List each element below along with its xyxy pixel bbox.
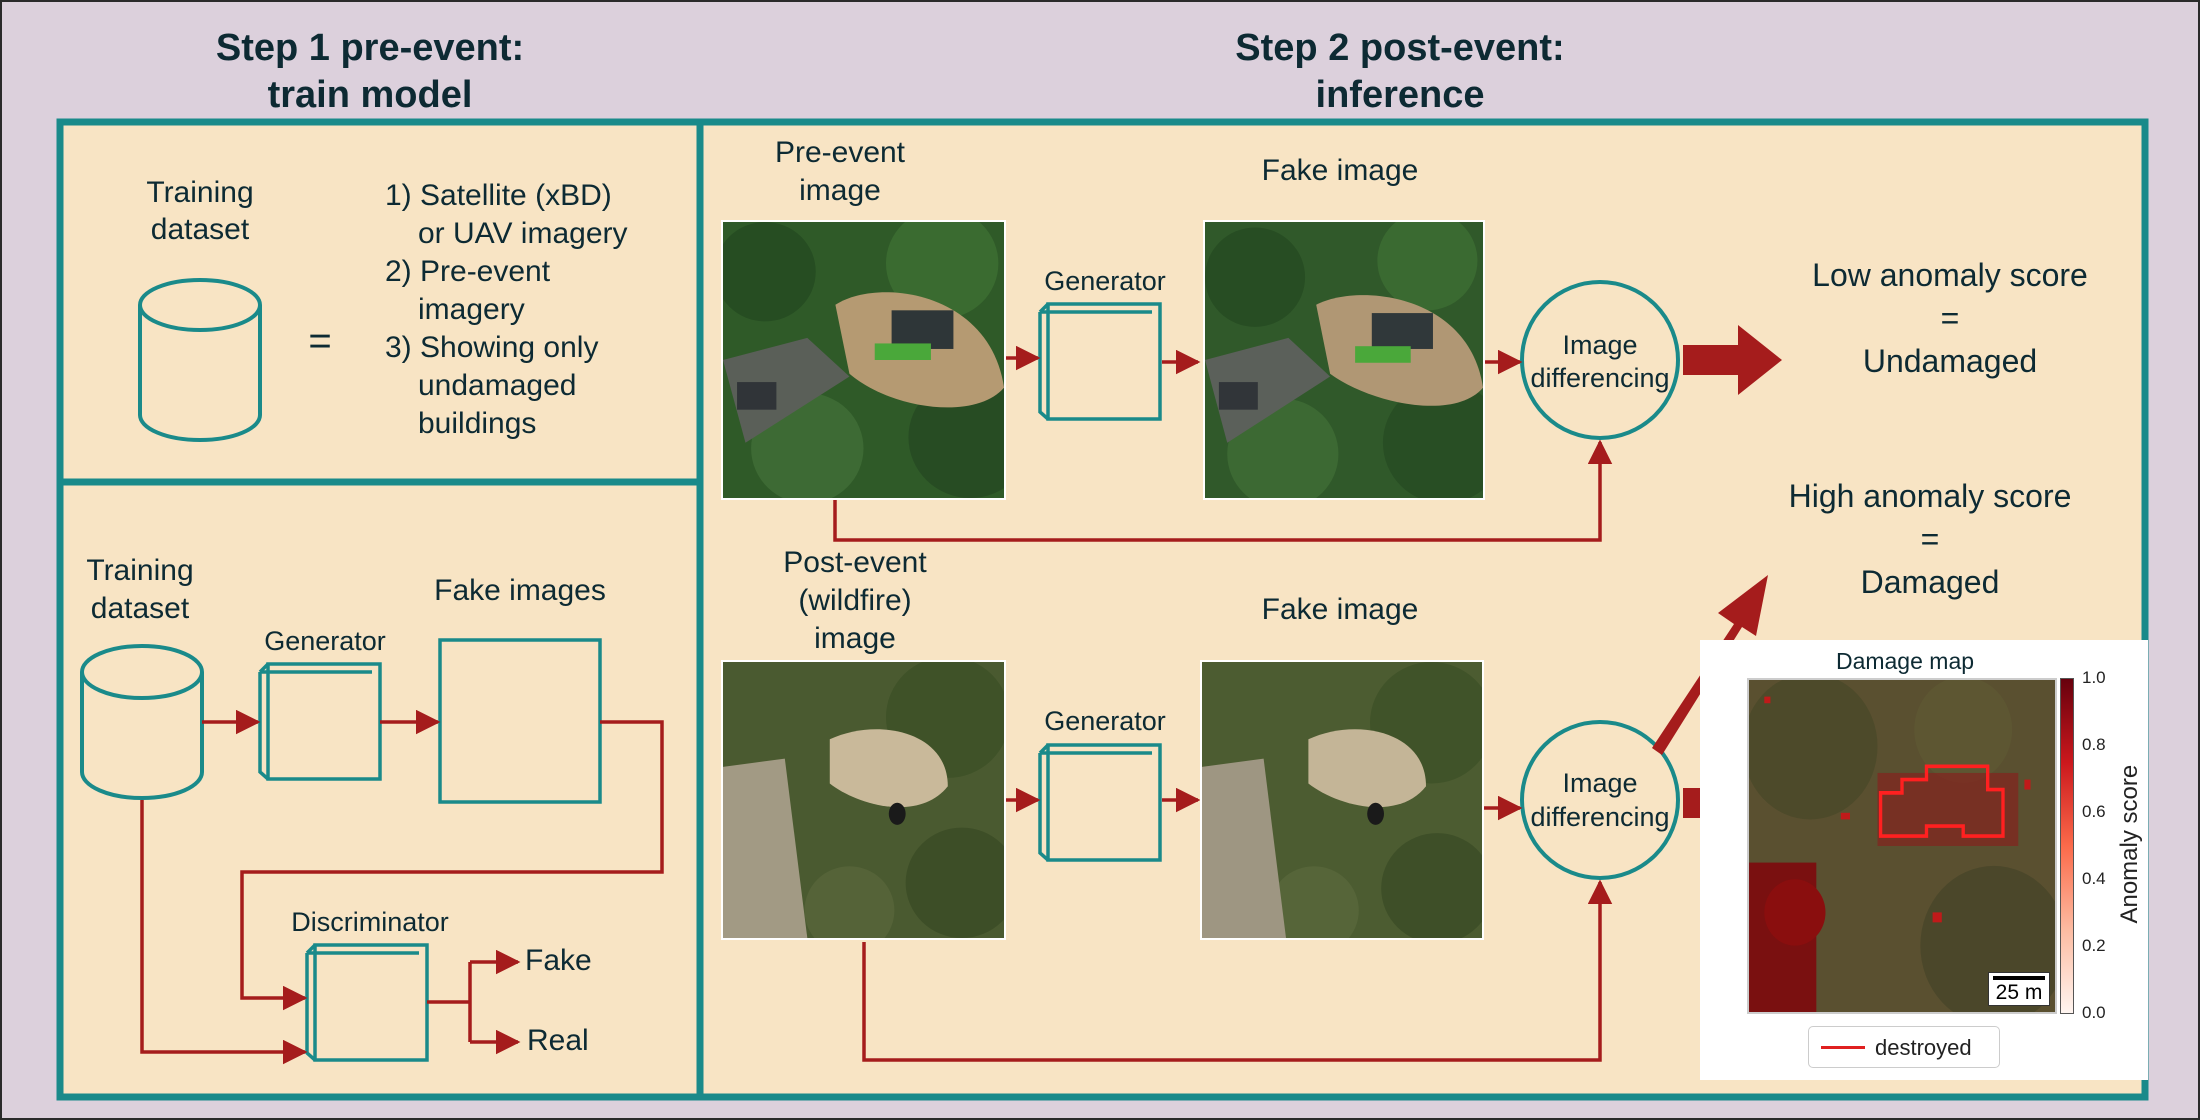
database-cylinder-icon [80,644,204,800]
gan-dataset-label-line1: Training [86,554,194,587]
step1-title-line2: train model [267,74,473,116]
high-score-line3: Damaged [1860,564,2000,600]
colorbar-tick: 1.0 [2082,668,2106,687]
step2-title-line2: inference [1315,74,1485,116]
arrow [833,439,1613,542]
generator-cube-icon [1038,743,1162,862]
pre-event-image [721,220,1006,500]
criteria-line-7: buildings [418,407,537,440]
post-event-label-line3: image [814,622,896,655]
arrow [862,879,1613,1062]
criteria-line-1: 1) Satellite (xBD) [385,179,612,212]
fake-image-top [1203,220,1485,500]
generator-top-label: Generator [1044,266,1166,296]
fake-image-top-label: Fake image [1261,154,1419,187]
arrow [140,800,308,1065]
criteria-line-5: 3) Showing only [385,331,599,364]
connector-line [427,962,472,1042]
training-dataset-label-line2: dataset [150,213,250,246]
low-score-line3: Undamaged [1862,343,2038,379]
colorbar-tick: 0.8 [2082,735,2106,754]
low-score-line1: Low anomaly score [1812,257,2088,293]
criteria-line-4: imagery [418,293,525,326]
colorbar-tick: 0.4 [2082,869,2106,888]
post-event-image [721,660,1006,940]
colorbar [2060,678,2074,1014]
differencing-top-line2: differencing [1530,363,1670,393]
damage-map-panel: Damage map 25 m 1.0 0.8 0.6 0.4 0.2 0.0 … [1700,640,2148,1080]
high-score-line2: = [1920,521,1940,557]
gan-dataset-label-line2: dataset [90,592,190,625]
equals-sign: = [308,319,332,363]
fake-image-bottom-label: Fake image [1261,593,1419,626]
differencing-bottom-line2: differencing [1530,802,1670,832]
legend: destroyed [1808,1026,2000,1068]
high-score-line1: High anomaly score [1788,478,2072,514]
criteria-line-6: undamaged [418,369,577,402]
pre-event-label-line2: image [799,174,881,207]
generator-cube-icon [1038,302,1162,421]
legend-destroyed-label: destroyed [1875,1035,1972,1060]
legend-destroyed-swatch [1821,1046,1865,1049]
criteria-line-2: or UAV imagery [418,217,628,250]
pre-event-label-line1: Pre-event [774,136,906,169]
step2-title-line1: Step 2 post-event: [1235,27,1565,69]
colorbar-label: Anomaly score [2115,764,2143,924]
damage-map-image [1747,678,2057,1014]
arrow [240,720,664,1011]
big-arrow-low-score [1683,325,1782,395]
step1-title-line1: Step 1 pre-event: [215,27,525,69]
fake-images-label: Fake images [434,574,606,607]
gan-generator-label: Generator [264,626,386,656]
post-event-label-line1: Post-event [783,546,927,579]
fake-output-label: Fake [525,944,592,977]
fake-image-bottom [1200,660,1484,940]
low-score-line2: = [1940,300,1960,336]
damage-map-title: Damage map [1835,648,1975,674]
scale-bar: 25 m [1988,972,2050,1006]
scale-bar-line [1993,976,2045,980]
scale-bar-label: 25 m [1995,981,2043,1004]
colorbar-tick: 0.2 [2082,936,2106,955]
colorbar-tick: 0.6 [2082,802,2106,821]
real-output-label: Real [527,1024,589,1057]
differencing-bottom-line1: Image [1562,768,1638,798]
criteria-line-3: 2) Pre-event [385,255,551,288]
differencing-top-line1: Image [1562,330,1638,360]
database-cylinder-icon [138,278,262,442]
discriminator-label: Discriminator [291,907,449,937]
gan-training-panel [56,478,704,1101]
training-dataset-label-line1: Training [146,176,254,209]
generator-bottom-label: Generator [1044,706,1166,736]
post-event-label-line2: (wildfire) [798,584,912,617]
colorbar-tick: 0.0 [2082,1003,2106,1022]
